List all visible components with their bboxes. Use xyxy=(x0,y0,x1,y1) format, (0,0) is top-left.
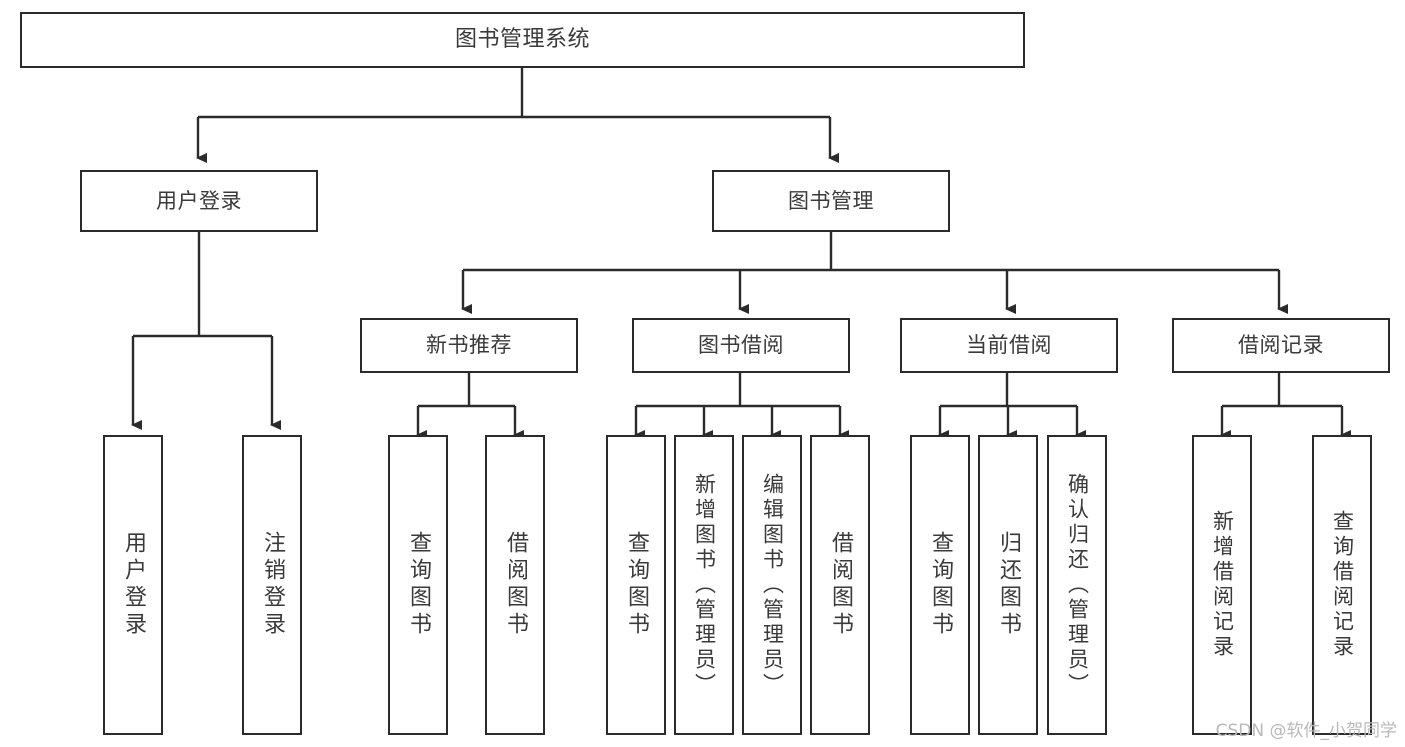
node-leaf-borrow-book-new[interactable]: 借阅图书 xyxy=(485,435,545,735)
node-leaf-add-book-admin[interactable]: 新增图书（管理员） xyxy=(674,435,734,735)
node-leaf-query-book-new[interactable]: 查询图书 xyxy=(388,435,448,735)
node-book-borrow-label: 图书借阅 xyxy=(698,333,784,358)
node-leaf-edit-book-admin[interactable]: 编辑图书（管理员） xyxy=(742,435,802,735)
node-book-management[interactable]: 图书管理 xyxy=(712,170,950,232)
node-leaf-add-borrow-record[interactable]: 新增借阅记录 xyxy=(1192,435,1252,735)
node-user-login-label: 用户登录 xyxy=(156,188,242,213)
node-leaf-add-borrow-record-label: 新增借阅记录 xyxy=(1210,510,1235,660)
node-root-system-label: 图书管理系统 xyxy=(454,27,590,53)
node-borrow-record[interactable]: 借阅记录 xyxy=(1172,318,1390,373)
node-leaf-return-book-label: 归还图书 xyxy=(996,531,1021,639)
node-leaf-query-book[interactable]: 查询图书 xyxy=(606,435,666,735)
node-leaf-logout[interactable]: 注销登录 xyxy=(242,435,302,735)
node-leaf-query-book-label: 查询图书 xyxy=(624,531,649,639)
node-leaf-edit-book-admin-label: 编辑图书（管理员） xyxy=(760,472,785,698)
node-user-login[interactable]: 用户登录 xyxy=(80,170,318,232)
node-root-system[interactable]: 图书管理系统 xyxy=(20,12,1025,68)
node-leaf-confirm-return-admin[interactable]: 确认归还（管理员） xyxy=(1047,435,1107,735)
node-leaf-query-borrow-record[interactable]: 查询借阅记录 xyxy=(1312,435,1372,735)
node-leaf-query-book-current[interactable]: 查询图书 xyxy=(910,435,970,735)
node-leaf-add-book-admin-label: 新增图书（管理员） xyxy=(692,472,717,698)
node-book-borrow[interactable]: 图书借阅 xyxy=(632,318,850,373)
node-current-borrow[interactable]: 当前借阅 xyxy=(900,318,1118,373)
node-leaf-confirm-return-admin-label: 确认归还（管理员） xyxy=(1065,472,1090,698)
node-book-management-label: 图书管理 xyxy=(788,188,874,213)
node-leaf-query-book-new-label: 查询图书 xyxy=(406,531,431,639)
node-leaf-query-borrow-record-label: 查询借阅记录 xyxy=(1330,510,1355,660)
node-leaf-user-login-label: 用户登录 xyxy=(121,531,146,639)
node-leaf-return-book[interactable]: 归还图书 xyxy=(978,435,1038,735)
node-new-book-recommend-label: 新书推荐 xyxy=(426,333,512,358)
node-borrow-record-label: 借阅记录 xyxy=(1238,333,1324,358)
node-leaf-query-book-current-label: 查询图书 xyxy=(928,531,953,639)
node-leaf-borrow-book-label: 借阅图书 xyxy=(828,531,853,639)
node-leaf-logout-label: 注销登录 xyxy=(260,531,285,639)
node-leaf-borrow-book-new-label: 借阅图书 xyxy=(503,531,528,639)
node-new-book-recommend[interactable]: 新书推荐 xyxy=(360,318,578,373)
node-leaf-user-login[interactable]: 用户登录 xyxy=(103,435,163,735)
node-leaf-borrow-book[interactable]: 借阅图书 xyxy=(810,435,870,735)
node-current-borrow-label: 当前借阅 xyxy=(966,333,1052,358)
